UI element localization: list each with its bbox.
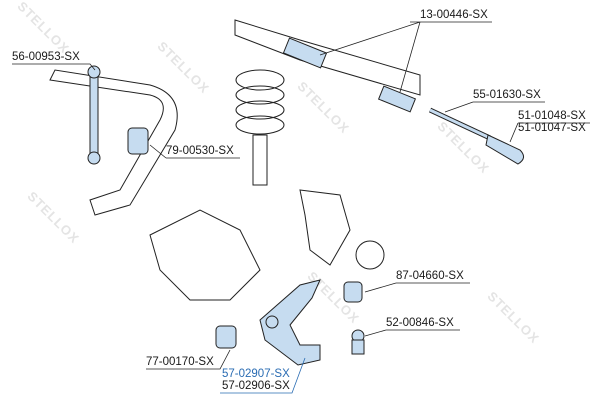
control-arm: [259, 279, 321, 366]
strut: [252, 134, 268, 186]
subframe: [149, 209, 261, 301]
coil-spring: [235, 69, 285, 135]
tie-rod-end: [485, 134, 524, 165]
stabilizer-link: [89, 69, 99, 161]
stabilizer-bushing: [127, 127, 149, 155]
label-arm-bushing-rear: 87-04660-SX: [396, 270, 464, 282]
label-stabilizer-bushing: 79-00530-SX: [166, 145, 234, 157]
leader-lines: [12, 21, 590, 394]
steering-knuckle: [299, 189, 351, 266]
arm-bushing-front: [215, 325, 237, 349]
label-tie-rod-end-left: 51-01047-SX: [518, 122, 586, 134]
rack-boot-left: [282, 37, 328, 69]
label-ball-joint: 52-00846-SX: [386, 317, 454, 329]
label-control-arm-right: 57-02907-SX: [222, 368, 290, 380]
hub: [355, 240, 385, 270]
label-arm-bushing-front: 77-00170-SX: [146, 356, 214, 368]
label-stabilizer-link: 56-00953-SX: [12, 51, 80, 63]
label-control-arm-left: 57-02906-SX: [222, 380, 290, 392]
label-tie-rod-axial: 55-01630-SX: [473, 89, 541, 101]
rack-boot-right: [377, 85, 417, 113]
stabilizer-bar: [49, 69, 178, 216]
label-tie-rod-rack: 13-00446-SX: [420, 9, 488, 21]
steering-rack: [234, 19, 421, 96]
arm-bushing-rear: [343, 281, 363, 303]
label-tie-rod-end-right: 51-01048-SX: [518, 110, 586, 122]
